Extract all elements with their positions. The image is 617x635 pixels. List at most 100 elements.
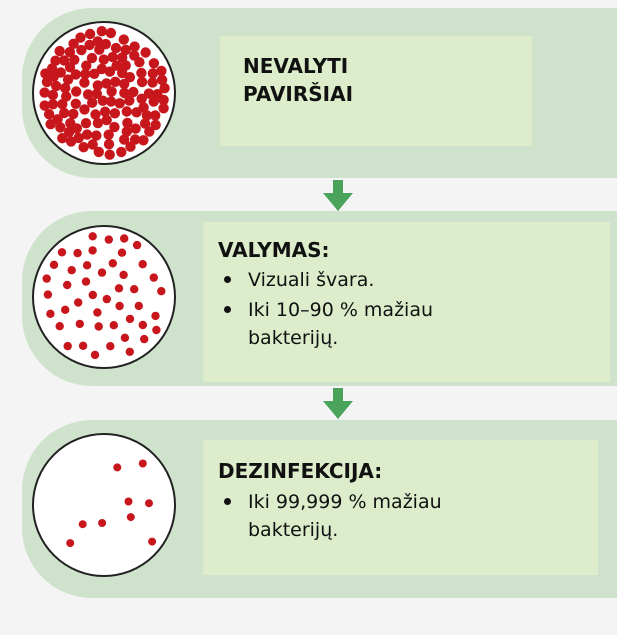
bacterium-dot (140, 335, 148, 343)
bacterium-dot (79, 520, 87, 528)
bacterium-dot (142, 110, 152, 120)
bacterium-dot (116, 147, 126, 157)
bacterium-dot (119, 34, 129, 44)
bacterium-dot (60, 83, 70, 93)
bacterium-dot (45, 119, 55, 129)
bacterium-dot (40, 68, 50, 78)
bacterium-dot (59, 55, 69, 65)
bacterium-dot (78, 142, 88, 152)
bacteria-sparse-icon (34, 227, 174, 367)
bacterium-dot (82, 277, 90, 285)
arrow-down-icon (322, 388, 354, 420)
bacterium-dot (74, 298, 82, 306)
bacterium-dot (115, 98, 125, 108)
bacterium-dot (152, 89, 162, 99)
bacterium-dot (136, 68, 146, 78)
bacterium-dot (48, 99, 58, 109)
step-disinfection-title: DEZINFEKCIJA: (218, 457, 382, 485)
bacterium-dot (71, 69, 81, 79)
bacterium-dot (106, 96, 116, 106)
petri-dish-disinfected (32, 433, 176, 577)
bacterium-dot (139, 460, 147, 468)
bullet-text: Vizuali švara. (248, 269, 374, 291)
petri-dish-unwashed (32, 21, 176, 165)
bacterium-dot (73, 249, 81, 257)
bacterium-dot (125, 498, 133, 506)
bacterium-dot (58, 248, 66, 256)
bacterium-dot (111, 61, 121, 71)
bacterium-dot (125, 142, 135, 152)
bacterium-dot (102, 115, 112, 125)
bacterium-dot (106, 342, 114, 350)
bacterium-dot (81, 118, 91, 128)
bacterium-dot (91, 130, 101, 140)
bacterium-dot (139, 321, 147, 329)
bacterium-dot (57, 99, 67, 109)
bacterium-dot (158, 103, 168, 113)
bacterium-dot (129, 50, 139, 60)
bacterium-dot (157, 75, 167, 85)
bacterium-dot (68, 109, 78, 119)
bacterium-dot (89, 291, 97, 299)
bacterium-dot (65, 118, 75, 128)
bacterium-dot (119, 79, 129, 89)
bacterium-dot (148, 538, 156, 546)
bacterium-dot (126, 348, 134, 356)
bacterium-dot (44, 109, 54, 119)
bacterium-dot (124, 95, 134, 105)
bacterium-dot (83, 261, 91, 269)
bacterium-dot (81, 61, 91, 71)
bacterium-dot (101, 78, 111, 88)
bacterium-dot (109, 259, 117, 267)
bacterium-dot (90, 109, 100, 119)
bacterium-dot (88, 139, 98, 149)
bacterium-dot (118, 249, 126, 257)
bacterium-dot (110, 108, 120, 118)
bacterium-dot (84, 40, 94, 50)
bacterium-dot (113, 463, 121, 471)
bacterium-dot (150, 273, 158, 281)
bacterium-dot (89, 69, 99, 79)
bullet-text: Iki 10–90 % mažiau bakterijų. (248, 299, 433, 349)
bacterium-dot (98, 268, 106, 276)
bacterium-dot (105, 235, 113, 243)
bacterium-dot (115, 284, 123, 292)
petri-dish-cleaned (32, 225, 176, 369)
bacterium-dot (157, 287, 165, 295)
bullet-text: Iki 99,999 % mažiau bakterijų. (248, 491, 442, 541)
bacterium-dot (121, 334, 129, 342)
bacterium-dot (111, 43, 121, 53)
bacterium-dot (148, 68, 158, 78)
bullet-item: Iki 99,999 % mažiau bakterijų. (218, 488, 518, 544)
bacterium-dot (44, 290, 52, 298)
bacterium-dot (64, 342, 72, 350)
bacterium-dot (51, 81, 61, 91)
bacterium-dot (55, 46, 65, 56)
bacterium-dot (152, 326, 160, 334)
bacterium-dot (149, 58, 159, 68)
bacteria-dense-icon (34, 23, 174, 163)
bacterium-dot (115, 302, 123, 310)
bullet-item: Vizuali švara. (218, 266, 518, 294)
bacterium-dot (50, 261, 58, 269)
bacterium-dot (110, 77, 120, 87)
bacterium-dot (71, 99, 81, 109)
bacterium-dot (126, 315, 134, 323)
bacterium-dot (140, 47, 150, 57)
bacterium-dot (137, 77, 147, 87)
bacterium-dot (138, 135, 148, 145)
bacterium-dot (56, 322, 64, 330)
arrow-down-icon (322, 180, 354, 212)
bacterium-dot (95, 322, 103, 330)
bacterium-dot (79, 77, 89, 87)
bacterium-dot (122, 126, 132, 136)
bacterium-dot (120, 234, 128, 242)
bacterium-dot (103, 295, 111, 303)
bacterium-dot (85, 29, 95, 39)
bacterium-dot (101, 39, 111, 49)
bacterium-dot (130, 285, 138, 293)
bacterium-dot (46, 310, 54, 318)
bacterium-dot (104, 139, 114, 149)
bacterium-dot (87, 98, 97, 108)
